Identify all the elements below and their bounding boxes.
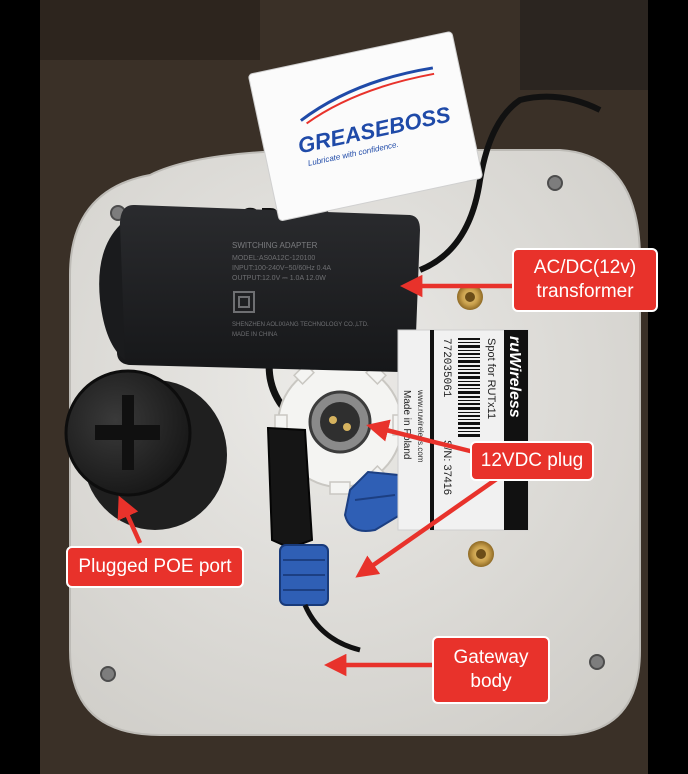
adapter-input: INPUT:100-240V~50/60Hz 0.4A (232, 265, 331, 272)
callout-gateway-line2: body (470, 671, 512, 692)
callout-12vdc-plug: 12VDC plug (470, 441, 594, 481)
callout-poe-port: Plugged POE port (66, 546, 244, 588)
dc-socket (308, 390, 372, 454)
adapter-origin: MADE IN CHINA (232, 332, 277, 338)
callout-12vdc-plug-text: 12VDC plug (480, 450, 584, 471)
dc-plug-connector (266, 426, 361, 653)
product-origin: Made in Poland (401, 390, 412, 460)
poe-port-cap (64, 369, 227, 530)
product-sn: S/N: 37416 (441, 440, 453, 495)
product-serial-code: 772035061 (440, 338, 452, 398)
brand-tag: GREASEBOSS Lubricate with confidence. (248, 31, 483, 221)
product-label: ruWireless Spot for RUTx11 772035061 S/N… (397, 329, 529, 531)
callout-transformer-line1: AC/DC(12v) (533, 257, 637, 278)
adapter-model: MODEL:AS0A12C-120100 (232, 255, 315, 262)
callout-gateway-line1: Gateway (453, 647, 529, 668)
adapter-output: OUTPUT:12.0V ⎓ 1.0A 12.0W (232, 275, 326, 282)
product-brand: ruWireless (506, 336, 523, 418)
callout-poe-port-text: Plugged POE port (78, 556, 232, 577)
callout-gateway-body: Gateway body (432, 636, 550, 704)
adapter-maker: SHENZHEN AOLIXIANG TECHNOLOGY CO.,LTD. (232, 322, 369, 328)
callout-transformer: AC/DC(12v) transformer (512, 248, 658, 312)
callout-transformer-line2: transformer (536, 281, 634, 302)
double-insulation-icon (233, 291, 255, 313)
power-adapter: SWITCHING ADAPTER MODEL:AS0A12C-120100 I… (99, 204, 420, 372)
product-line1: Spot for RUTx11 (485, 338, 497, 419)
adapter-title: SWITCHING ADAPTER (232, 241, 318, 250)
product-web: www.ruwireless.com (416, 389, 425, 463)
